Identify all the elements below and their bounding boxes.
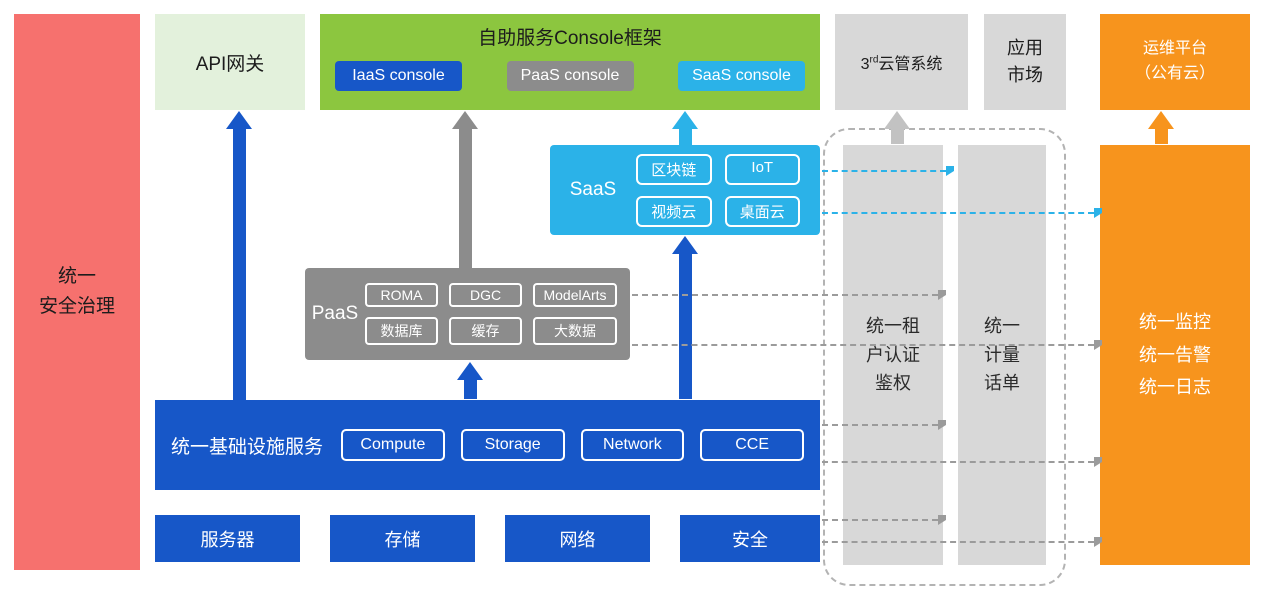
tenant-auth-label: 统一租 户认证 鉴权 <box>866 315 920 394</box>
iaas-to-saas-arrow <box>679 253 692 399</box>
saas-to-auth-dashed-arrow <box>822 170 946 172</box>
api-gateway-label: API网关 <box>195 53 265 75</box>
hardware-network-box: 网络 <box>505 515 650 562</box>
paas-item-modelarts: ModelArts <box>533 283 617 307</box>
console-buttons-row: IaaS console PaaS console SaaS console <box>320 61 820 91</box>
hardware-to-auth-arrowhead-icon <box>938 515 946 525</box>
iaas-to-paas-arrowhead <box>457 362 483 380</box>
console-framework-title: 自助服务Console框架 <box>478 28 662 49</box>
iaas-item-network: Network <box>580 429 685 461</box>
monitor-alarm-log-label: 统一监控 统一告警 统一日志 <box>1139 312 1211 398</box>
paas-to-monitor-dashed-arrow <box>632 344 1094 346</box>
paas-to-auth-dashed-arrow <box>632 294 938 296</box>
saas-item-iot: IoT <box>724 153 800 185</box>
app-market-label: 应用 市场 <box>1007 38 1043 85</box>
hardware-storage-box: 存储 <box>330 515 475 562</box>
auth-to-third-party-arrow <box>891 128 904 144</box>
saas-console-button: SaaS console <box>678 61 805 91</box>
third-party-cloud-box: 3rd云管系统 <box>835 14 968 110</box>
security-governance-label: 统一 安全治理 <box>38 265 115 317</box>
iaas-to-api-gateway-arrow <box>233 128 246 400</box>
iaas-label: 统一基础设施服务 <box>171 436 324 458</box>
iaas-console-button: IaaS console <box>335 61 462 91</box>
iaas-to-paas-arrow <box>464 379 477 399</box>
saas-to-auth-arrowhead-icon <box>946 166 954 176</box>
saas-item-blockchain: 区块链 <box>636 153 712 185</box>
saas-item-desktop-cloud: 桌面云 <box>724 195 800 227</box>
iaas-to-api-gateway-arrowhead <box>226 111 252 129</box>
paas-item-dgc: DGC <box>449 283 523 307</box>
iaas-to-auth-dashed-arrow <box>822 424 938 426</box>
paas-to-auth-arrowhead-icon <box>938 290 946 300</box>
metering-billing-label: 统一 计量 话单 <box>984 315 1020 394</box>
security-governance-bar: 统一 安全治理 <box>14 14 140 570</box>
iaas-to-monitor-dashed-arrow <box>822 461 1094 463</box>
paas-to-monitor-arrowhead-icon <box>1094 340 1102 350</box>
iaas-item-cce: CCE <box>700 429 805 461</box>
third-party-prefix: 3 <box>860 56 870 73</box>
monitor-to-om-platform-arrowhead <box>1148 111 1174 129</box>
third-party-suffix: 云管系统 <box>878 56 943 73</box>
hardware-security-box: 安全 <box>680 515 820 562</box>
third-party-cloud-label: 3rd云管系统 <box>861 50 943 74</box>
om-platform-label: 运维平台 （公有云） <box>1134 40 1215 82</box>
paas-box: PaaS ROMA DGC ModelArts 数据库 缓存 大数据 <box>305 268 630 360</box>
paas-to-console-arrowhead <box>452 111 478 129</box>
tenant-services-dashed-container <box>823 128 1066 586</box>
hardware-to-auth-dashed-arrow <box>822 519 938 521</box>
hardware-server-box: 服务器 <box>155 515 300 562</box>
paas-to-console-arrow <box>459 128 472 268</box>
paas-console-button: PaaS console <box>506 61 634 91</box>
hardware-to-monitor-arrowhead-icon <box>1094 537 1102 547</box>
paas-item-bigdata: 大数据 <box>533 317 617 345</box>
tenant-auth-column: 统一租 户认证 鉴权 <box>843 145 943 565</box>
saas-to-console-arrowhead <box>672 111 698 129</box>
saas-to-monitor-dashed-arrow <box>822 212 1094 214</box>
console-framework-box: 自助服务Console框架 IaaS console PaaS console … <box>320 14 820 110</box>
app-market-box: 应用 市场 <box>984 14 1066 110</box>
iaas-item-storage: Storage <box>460 429 565 461</box>
auth-to-third-party-arrowhead <box>884 111 910 129</box>
paas-item-database: 数据库 <box>365 317 439 345</box>
paas-item-roma: ROMA <box>365 283 439 307</box>
api-gateway-box: API网关 <box>155 14 305 110</box>
saas-to-console-arrow <box>679 128 692 145</box>
paas-item-cache: 缓存 <box>449 317 523 345</box>
saas-item-video-cloud: 视频云 <box>636 195 712 227</box>
saas-services-grid: 区块链 IoT 视频云 桌面云 <box>636 153 800 227</box>
iaas-box: 统一基础设施服务 Compute Storage Network CCE <box>155 400 820 490</box>
hardware-to-monitor-dashed-arrow <box>822 541 1094 543</box>
iaas-to-monitor-arrowhead-icon <box>1094 457 1102 467</box>
paas-services-grid: ROMA DGC ModelArts 数据库 缓存 大数据 <box>365 283 617 345</box>
saas-box: SaaS 区块链 IoT 视频云 桌面云 <box>550 145 820 235</box>
monitor-alarm-log-bar: 统一监控 统一告警 统一日志 <box>1100 145 1250 565</box>
saas-to-monitor-arrowhead-icon <box>1094 208 1102 218</box>
iaas-to-saas-arrowhead <box>672 236 698 254</box>
om-platform-box: 运维平台 （公有云） <box>1100 14 1250 110</box>
monitor-to-om-platform-arrow <box>1155 128 1168 144</box>
metering-billing-column: 统一 计量 话单 <box>958 145 1046 565</box>
iaas-to-auth-arrowhead-icon <box>938 420 946 430</box>
saas-label: SaaS <box>569 179 617 200</box>
iaas-item-compute: Compute <box>341 429 445 461</box>
third-party-sup: rd <box>869 54 879 66</box>
paas-label: PaaS <box>311 303 359 324</box>
